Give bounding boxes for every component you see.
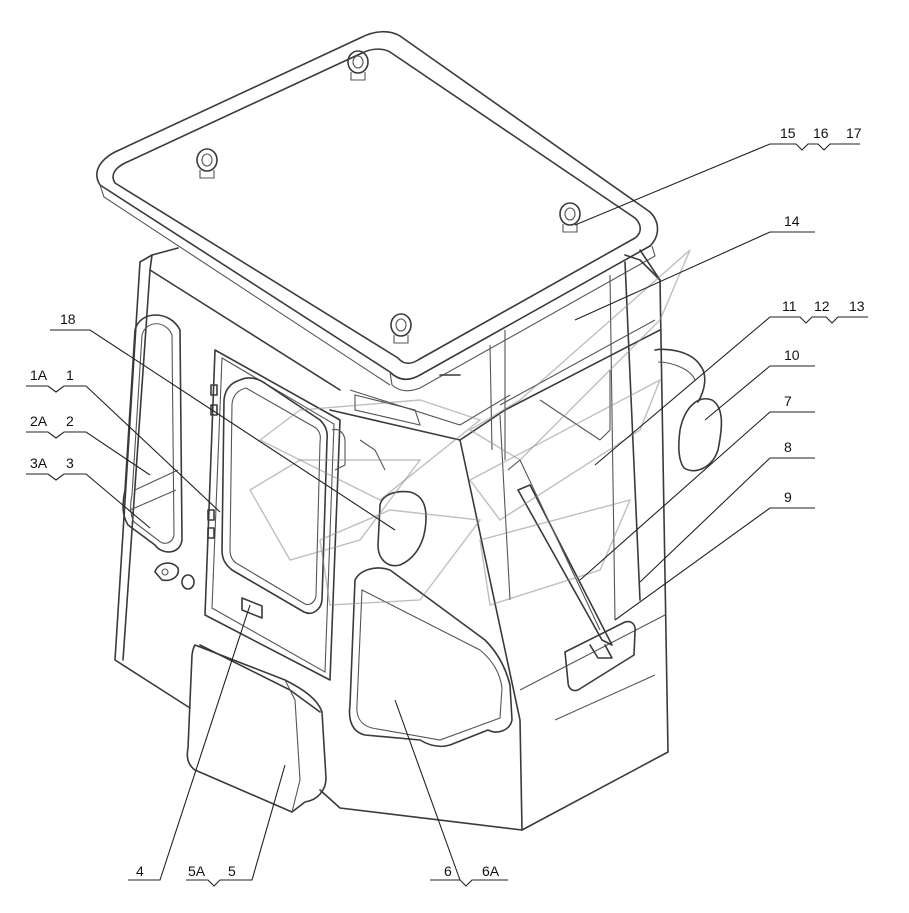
right-mirror xyxy=(654,348,723,472)
callout-11: 11 xyxy=(782,298,797,314)
lifting-eye xyxy=(196,148,218,179)
callout-1: 1 xyxy=(66,367,74,383)
callout-6A: 6A xyxy=(482,863,500,879)
left-side-window xyxy=(122,314,183,553)
callout-2A: 2A xyxy=(30,413,48,429)
lifting-eye xyxy=(347,50,369,81)
callout-9: 9 xyxy=(784,489,792,505)
callout-5A: 5A xyxy=(188,863,206,879)
callout-15: 15 xyxy=(780,125,796,141)
lifting-eye xyxy=(559,202,581,233)
leader-lines-left xyxy=(26,329,396,531)
cab-body xyxy=(114,247,669,831)
door-lock xyxy=(154,562,195,590)
watermark-logo xyxy=(249,249,691,606)
wiper-arm xyxy=(507,459,613,659)
callout-2: 2 xyxy=(66,413,74,429)
callout-3: 3 xyxy=(66,455,74,471)
rear-hatch xyxy=(564,620,636,692)
door-handle xyxy=(241,597,263,619)
callout-17: 17 xyxy=(846,125,862,141)
callout-12: 12 xyxy=(814,298,830,314)
callout-6: 6 xyxy=(444,863,452,879)
cab-door xyxy=(204,349,341,681)
callout-labels: 1A 1 2A 2 3A 3 18 4 5A 5 6 6A 15 16 17 1… xyxy=(30,125,865,879)
callout-18: 18 xyxy=(60,311,76,327)
roof-panel xyxy=(96,30,659,392)
callout-4: 4 xyxy=(136,863,144,879)
callout-8: 8 xyxy=(784,439,792,455)
inner-mirror xyxy=(377,490,427,567)
callout-1A: 1A xyxy=(30,367,48,383)
callout-14: 14 xyxy=(784,213,800,229)
leader-lines-right xyxy=(574,143,868,621)
interior-detail xyxy=(331,374,461,471)
callout-5: 5 xyxy=(228,863,236,879)
callout-7: 7 xyxy=(784,393,792,409)
leader-lines-bottom xyxy=(128,604,508,887)
callout-10: 10 xyxy=(784,347,800,363)
front-cover-box xyxy=(186,644,327,813)
callout-3A: 3A xyxy=(30,455,48,471)
side-panel xyxy=(348,567,513,748)
lifting-eye xyxy=(390,313,412,344)
callout-16: 16 xyxy=(813,125,829,141)
callout-13: 13 xyxy=(849,298,865,314)
